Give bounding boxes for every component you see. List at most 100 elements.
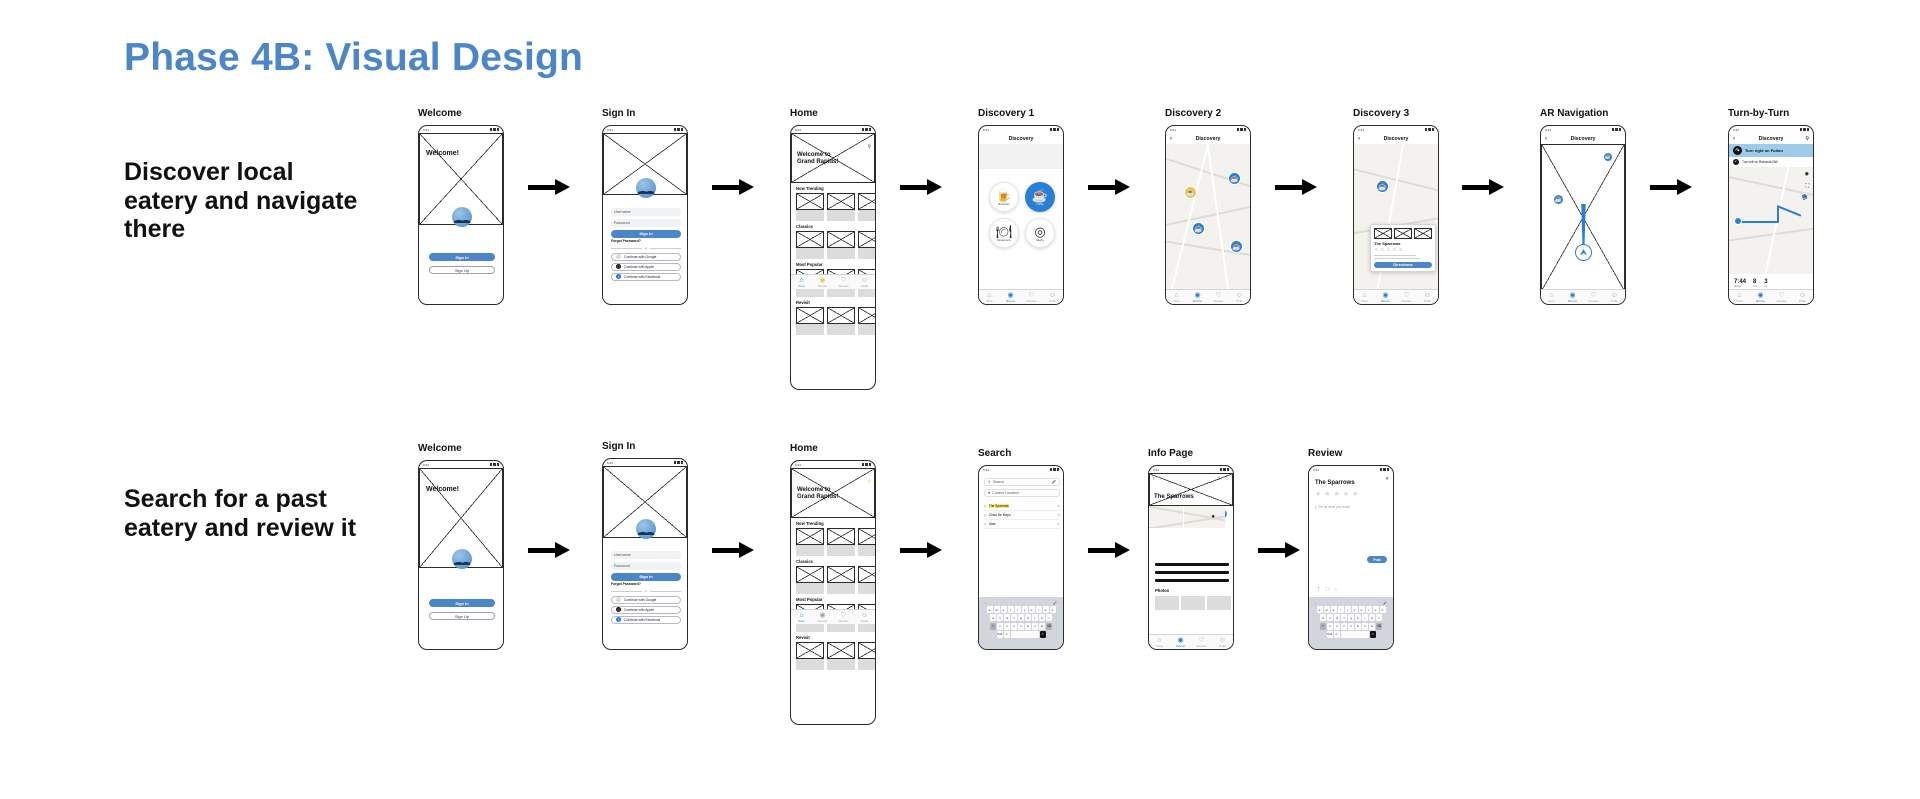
- keyboard-suggestion-bar[interactable]: ›🎤: [1315, 600, 1387, 605]
- list-item[interactable]: ◎ The Sparrows ✕: [984, 502, 1060, 511]
- list-item[interactable]: [858, 528, 875, 556]
- list-item[interactable]: [827, 231, 855, 259]
- keyboard-suggestion-bar[interactable]: ›🎤: [985, 600, 1057, 605]
- coffee-pin[interactable]: ☕: [1603, 152, 1613, 162]
- continue-with-apple-button[interactable]:  Continue with Apple: [611, 606, 681, 614]
- sign-up-button[interactable]: Sign Up: [429, 266, 495, 274]
- username-field[interactable]: Username: [611, 208, 681, 216]
- recenter-icon[interactable]: ⛶: [1805, 183, 1809, 189]
- format-toolbar[interactable]: T ☐ ○: [1317, 587, 1338, 593]
- tab-profile[interactable]: ☺Profile: [854, 612, 875, 623]
- list-item[interactable]: ◎ Cinco De Mayo ✕: [984, 511, 1060, 520]
- list-item[interactable]: [858, 307, 875, 335]
- continue-with-facebook-button[interactable]: f Continue with Facebook: [611, 273, 681, 281]
- tab-discover[interactable]: ◉ Discover: [812, 277, 833, 288]
- place-info-card[interactable]: The Sparrows ★★★★★ Directions: [1370, 224, 1436, 272]
- coffee-pin[interactable]: ☕: [1228, 172, 1241, 185]
- category-nearby[interactable]: ◎ Nearby: [1025, 218, 1055, 248]
- close-icon[interactable]: ✕: [1385, 476, 1389, 481]
- tab-favorites[interactable]: ♡Favorites: [1771, 292, 1792, 303]
- list-item[interactable]: [858, 642, 875, 670]
- search-icon[interactable]: ⚲: [867, 144, 871, 150]
- tab-home[interactable]: ⌂Home: [1729, 292, 1750, 303]
- category-restaurants[interactable]: 🍽 Restaurants: [989, 218, 1019, 248]
- list-item[interactable]: [796, 566, 824, 594]
- list-item[interactable]: [827, 642, 855, 670]
- tab-profile[interactable]: ☺Profile: [1792, 292, 1813, 303]
- directions-button[interactable]: Directions: [1374, 261, 1432, 268]
- search-icon[interactable]: ⚲: [867, 479, 871, 485]
- keyboard-row[interactable]: ?123☺⏎: [1326, 630, 1376, 638]
- tab-discover[interactable]: ◉Discover: [1000, 292, 1021, 303]
- back-icon[interactable]: ‹: [1733, 135, 1735, 142]
- tab-profile[interactable]: ☺ Profile: [854, 277, 875, 288]
- continue-with-google-button[interactable]: G Continue with Google: [611, 596, 681, 604]
- list-item[interactable]: [858, 566, 875, 594]
- back-icon[interactable]: ‹: [1545, 135, 1547, 142]
- tab-discover[interactable]: ◉Discover: [1170, 637, 1191, 648]
- photo-strip[interactable]: [1155, 596, 1231, 610]
- coffee-pin[interactable]: ☕: [1230, 240, 1243, 253]
- tab-profile[interactable]: ☺Profile: [1417, 292, 1438, 303]
- list-item[interactable]: [827, 566, 855, 594]
- tab-profile[interactable]: ☺Profile: [1212, 637, 1233, 648]
- back-icon[interactable]: ‹: [1153, 476, 1155, 482]
- coffee-pin[interactable]: ☕: [1553, 194, 1564, 205]
- continue-with-apple-button[interactable]:  Continue with Apple: [611, 263, 681, 271]
- tab-home[interactable]: ⌂Home: [979, 292, 1000, 303]
- tab-favorites[interactable]: ♡ Favorites: [833, 277, 854, 288]
- keyboard-row[interactable]: ?123☺⏎: [996, 630, 1046, 638]
- list-item[interactable]: [796, 642, 824, 670]
- tab-home[interactable]: ⌂Home: [1166, 292, 1187, 303]
- category-breweries[interactable]: 🍺 Breweries: [989, 182, 1019, 212]
- tab-home[interactable]: ⌂Home: [791, 612, 812, 623]
- map-canvas[interactable]: ◉ ⛶ 🔊: [1729, 167, 1813, 274]
- category-coffee[interactable]: ☕ Coffee: [1025, 182, 1055, 212]
- forgot-password-link[interactable]: Forgot Password?: [611, 582, 641, 586]
- sign-in-button[interactable]: Sign In: [429, 253, 495, 261]
- heart-icon[interactable]: ♡: [1224, 476, 1229, 481]
- tab-home[interactable]: ⌂ Home: [791, 277, 812, 288]
- continue-with-google-button[interactable]: G Continue with Google: [611, 253, 681, 261]
- search-input[interactable]: ⚲ Search 🎤: [984, 478, 1060, 486]
- back-icon[interactable]: ‹: [1170, 135, 1172, 142]
- current-location-field[interactable]: ● Current Location: [984, 489, 1060, 497]
- password-field[interactable]: Password: [611, 562, 681, 570]
- sign-in-button[interactable]: Sign In: [611, 573, 681, 581]
- list-item[interactable]: [796, 193, 824, 221]
- map-layers-icon[interactable]: ◉: [1804, 171, 1809, 177]
- post-button[interactable]: Post: [1367, 556, 1387, 563]
- sign-up-button[interactable]: Sign Up: [429, 612, 495, 620]
- rating-stars-input[interactable]: ★★★★★: [1315, 491, 1359, 498]
- tab-home[interactable]: ⌂Home: [1354, 292, 1375, 303]
- tab-profile[interactable]: ☺Profile: [1229, 292, 1250, 303]
- forgot-password-link[interactable]: Forgot Password?: [611, 239, 641, 243]
- coffee-pin[interactable]: ☕: [1192, 222, 1205, 235]
- coffee-pin-selected[interactable]: ☕: [1376, 180, 1389, 193]
- share-icon[interactable]: ⇪: [1217, 476, 1221, 481]
- close-icon[interactable]: ✕: [1056, 522, 1060, 526]
- password-field[interactable]: Password: [611, 219, 681, 227]
- list-item[interactable]: [827, 307, 855, 335]
- review-text-input[interactable]: | Tell us what you think!: [1315, 505, 1351, 509]
- close-icon[interactable]: ✕: [1056, 504, 1060, 508]
- tab-favorites[interactable]: ♡Favorites: [833, 612, 854, 623]
- tab-favorites[interactable]: ♡Favorites: [1396, 292, 1417, 303]
- microphone-icon[interactable]: 🎤: [1051, 480, 1056, 484]
- tab-discover[interactable]: ◉Discover: [812, 612, 833, 623]
- close-icon[interactable]: ✕: [1056, 513, 1060, 517]
- tab-favorites[interactable]: ♡Favorites: [1208, 292, 1229, 303]
- list-item[interactable]: [796, 528, 824, 556]
- sound-icon[interactable]: 🔊: [1802, 195, 1809, 201]
- list-item[interactable]: [827, 193, 855, 221]
- tab-home[interactable]: ⌂Home: [1149, 637, 1170, 648]
- tab-profile[interactable]: ☺Profile: [1042, 292, 1063, 303]
